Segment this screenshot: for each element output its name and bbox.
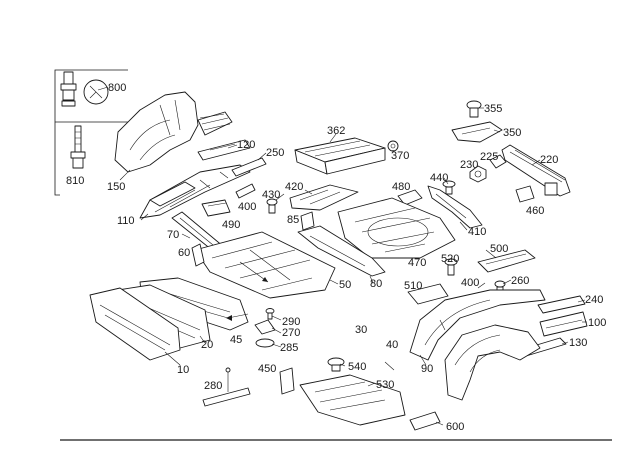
- callout-100: 100: [588, 317, 606, 329]
- plug-285-part: [255, 338, 275, 348]
- callout-510: 510: [404, 280, 422, 292]
- bolt-290-part: [265, 308, 275, 320]
- callout-60: 60: [178, 247, 190, 259]
- bolt-440-part: [442, 180, 456, 195]
- callout-470: 470: [408, 257, 426, 269]
- callout-10: 10: [177, 364, 189, 376]
- callout-430: 430: [262, 189, 280, 201]
- callout-90: 90: [421, 363, 433, 375]
- callout-800: 800: [108, 82, 126, 94]
- direction-arrows: [226, 261, 269, 321]
- callout-270: 270: [282, 327, 300, 339]
- bracket-450-part: [279, 367, 295, 395]
- callout-400b: 400: [461, 277, 479, 289]
- bracket-420-part: [289, 184, 359, 211]
- callout-460: 460: [526, 205, 544, 217]
- callout-400a: 400: [238, 201, 256, 213]
- callout-225: 225: [480, 151, 498, 163]
- rail-100-part: [539, 311, 588, 337]
- callout-350: 350: [503, 127, 521, 139]
- callout-355: 355: [484, 103, 502, 115]
- callout-240: 240: [585, 294, 603, 306]
- crossmember-80-part: [297, 225, 386, 277]
- rail-500-part: [477, 249, 536, 273]
- floor-50-part: [194, 231, 336, 299]
- bolt-810-part: [70, 125, 86, 169]
- callout-120: 120: [237, 139, 255, 151]
- pad-270-part: [254, 319, 276, 335]
- callout-280: 280: [204, 380, 222, 392]
- bracket-400a-part: [235, 183, 256, 199]
- callout-250: 250: [266, 147, 284, 159]
- callout-80: 80: [370, 278, 382, 290]
- bracket-85-part: [300, 211, 315, 231]
- callout-540: 540: [348, 361, 366, 373]
- callout-450: 450: [258, 363, 276, 375]
- callout-420: 420: [285, 181, 303, 193]
- side-panel-150-part: [114, 91, 233, 173]
- bolt-800-part: [60, 71, 109, 107]
- callout-30: 30: [355, 324, 367, 336]
- fastener-inset: [54, 69, 128, 196]
- callout-260: 260: [511, 275, 529, 287]
- bolt-355-part: [466, 100, 482, 118]
- callout-130: 130: [569, 337, 587, 349]
- callout-440: 440: [430, 172, 448, 184]
- nut-230-part: [469, 165, 487, 183]
- rod-280-part: [202, 367, 251, 407]
- callout-40: 40: [386, 339, 398, 351]
- floor-pan-530-part: [299, 374, 406, 426]
- bracket-490-part: [201, 199, 231, 217]
- bracket-225-part: [489, 154, 507, 169]
- callout-70: 70: [167, 229, 179, 241]
- callout-150: 150: [107, 181, 125, 193]
- callout-45: 45: [230, 334, 242, 346]
- callout-285: 285: [280, 342, 298, 354]
- bolt-430-part: [266, 198, 278, 214]
- callout-labels: 800 810 150 120 250 362 370 355 350 230 …: [66, 82, 606, 433]
- rail-410-part: [427, 185, 483, 229]
- callout-362: 362: [327, 125, 345, 137]
- callout-500: 500: [490, 243, 508, 255]
- callout-20: 20: [201, 339, 213, 351]
- callout-50: 50: [339, 279, 351, 291]
- callout-600: 600: [446, 421, 464, 433]
- callout-230: 230: [460, 159, 478, 171]
- callout-490: 490: [222, 219, 240, 231]
- callout-410: 410: [468, 226, 486, 238]
- bracket-60-part: [191, 243, 205, 267]
- bracket-600-part: [409, 411, 441, 431]
- callout-85: 85: [287, 214, 299, 226]
- bumper-bar-220-part: [501, 144, 571, 197]
- callout-520: 520: [441, 253, 459, 265]
- bracket-510-part: [407, 283, 449, 305]
- wheel-well-470-part: [337, 197, 456, 259]
- panel-10-part: [89, 287, 181, 361]
- callout-370: 370: [391, 150, 409, 162]
- bracket-350-part: [451, 121, 503, 143]
- callout-530: 530: [376, 379, 394, 391]
- crossmember-250-part: [231, 157, 267, 177]
- wheel-housing-40-part: [444, 324, 541, 401]
- rail-240-part: [537, 295, 586, 314]
- callout-290: 290: [282, 316, 300, 328]
- callout-480: 480: [392, 181, 410, 193]
- leader-lines: [97, 86, 587, 426]
- bracket-460-part: [515, 185, 535, 203]
- wheel-arch-90-part: [409, 289, 546, 361]
- tray-362-part: [294, 137, 386, 175]
- callout-810: 810: [66, 175, 84, 187]
- callout-220: 220: [540, 154, 558, 166]
- callout-110: 110: [117, 215, 135, 227]
